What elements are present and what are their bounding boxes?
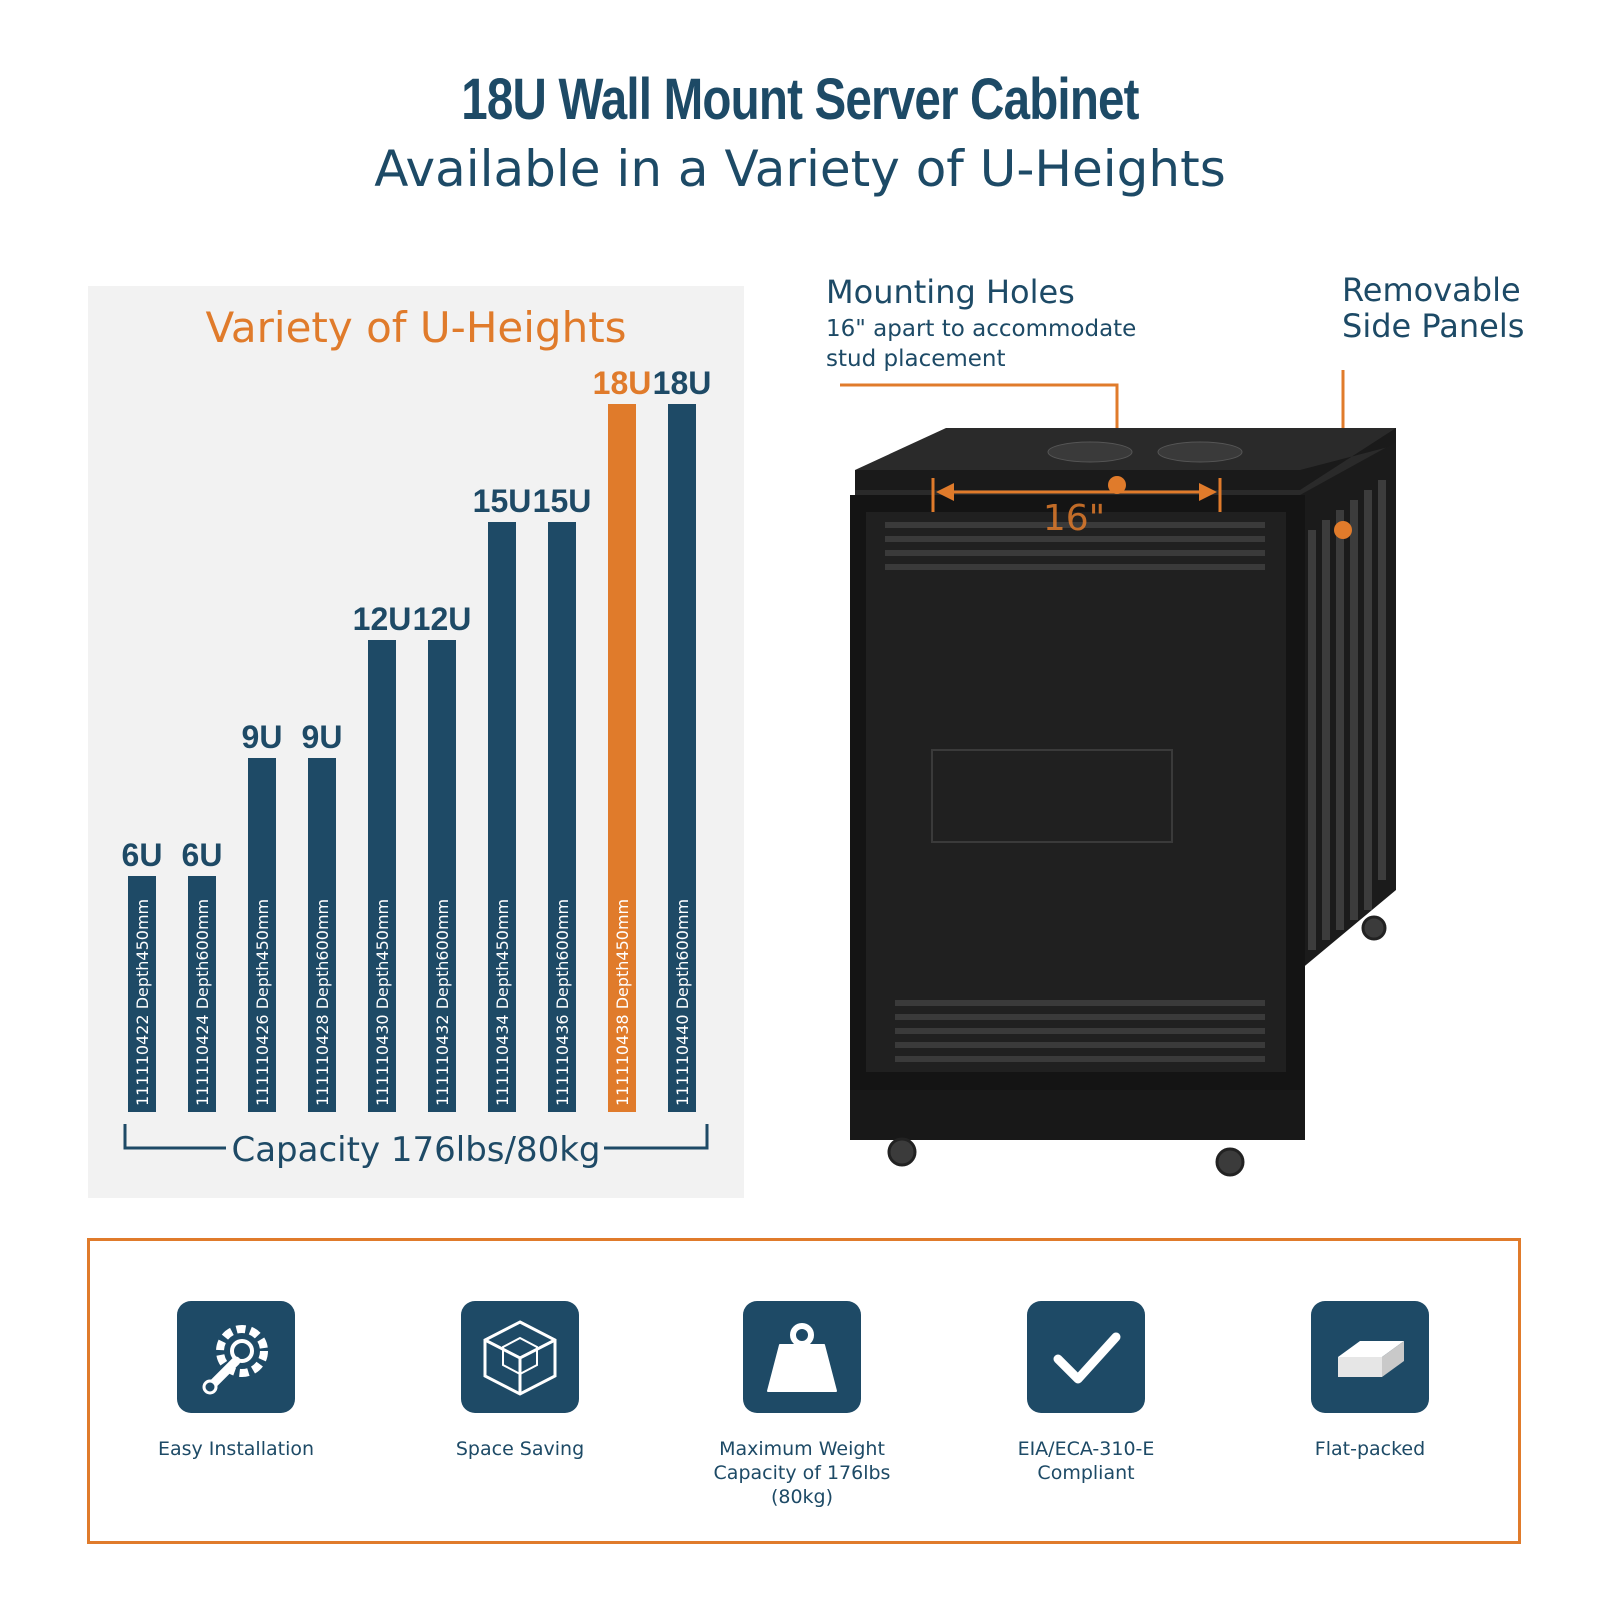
bar-inner-label: 111110438 Depth450mm xyxy=(613,899,632,1106)
mounting-holes-line2: stud placement xyxy=(826,346,1006,372)
feature-eia-compliant: EIA/ECA-310-E Compliant xyxy=(986,1301,1186,1485)
front-bottom-vents xyxy=(895,1000,1265,1062)
measure-arrowhead-right xyxy=(1199,483,1217,501)
bracket-right xyxy=(604,1124,709,1150)
bar-111110438 xyxy=(608,404,636,1112)
weight-icon xyxy=(743,1301,861,1413)
side-panels-line1: Removable xyxy=(1342,271,1521,309)
u-heights-chart-panel: Variety of U-Heights 6U 111110422 Depth45… xyxy=(88,286,744,1198)
u-heights-chart: Variety of U-Heights 6U 111110422 Depth45… xyxy=(122,303,712,1170)
bar-inner-label: 111110428 Depth600mm xyxy=(313,899,332,1106)
feature-flat-packed: Flat-packed xyxy=(1270,1301,1470,1461)
bar-111110440 xyxy=(668,404,696,1112)
bar-111110432 xyxy=(428,640,456,1112)
side-vents xyxy=(1308,480,1386,950)
mounting-hole-top-dot xyxy=(1108,476,1126,494)
bar-top-label: 9U xyxy=(302,719,343,755)
bar-top-label: 12U xyxy=(413,601,472,637)
bar-111110430 xyxy=(368,640,396,1112)
wrench-gear-icon xyxy=(177,1301,295,1413)
flat-box-icon xyxy=(1311,1301,1429,1413)
bar-inner-label: 111110422 Depth450mm xyxy=(133,899,152,1106)
bracket-left xyxy=(123,1124,226,1150)
bar-top-label: 18U xyxy=(653,365,712,401)
feature-max-weight: Maximum Weight Capacity of 176lbs (80kg) xyxy=(702,1301,902,1509)
chart-title: Variety of U-Heights xyxy=(205,303,626,352)
fan-right-icon xyxy=(1157,441,1243,463)
bar-111110436 xyxy=(548,522,576,1112)
bar-111110428 xyxy=(308,758,336,1112)
cube-icon xyxy=(461,1301,579,1413)
bar-top-label: 15U xyxy=(473,483,532,519)
cabinet-front-door xyxy=(866,512,1286,1072)
fan-left-icon xyxy=(1047,441,1133,463)
feature-label-line1: EIA/ECA-310-E xyxy=(1017,1438,1155,1460)
caster-rear-icon xyxy=(1361,915,1387,941)
bar-top-label: 15U xyxy=(533,483,592,519)
mounting-holes-line1: 16" apart to accommodate xyxy=(826,316,1137,342)
bar-inner-label: 111110434 Depth450mm xyxy=(493,899,512,1106)
feature-label-line1: Space Saving xyxy=(455,1438,585,1460)
cabinet-top-edge xyxy=(855,428,1396,490)
feature-label-line1: Flat-packed xyxy=(1314,1438,1426,1460)
cabinet-base xyxy=(850,1090,1305,1140)
page-title: 18U Wall Mount Server Cabinet xyxy=(461,67,1139,132)
feature-label-line1: Easy Installation xyxy=(157,1438,315,1460)
page-subtitle: Available in a Variety of U-Heights xyxy=(374,140,1226,198)
capacity-bracket: Capacity 176lbs/80kg xyxy=(123,1124,709,1170)
bar-inner-label: 111110436 Depth600mm xyxy=(553,899,572,1106)
bar-inner-label: 111110424 Depth600mm xyxy=(193,899,212,1106)
mounting-hole-side-dot xyxy=(1334,521,1352,539)
bar-111110434 xyxy=(488,522,516,1112)
bar-inner-label: 111110440 Depth600mm xyxy=(673,899,692,1106)
bar-top-label: 6U xyxy=(122,837,163,873)
feature-label-line2: Compliant xyxy=(1037,1462,1135,1484)
mounting-holes-title: Mounting Holes xyxy=(826,273,1075,311)
caster-left-icon xyxy=(887,1137,917,1167)
bar-111110426 xyxy=(248,758,276,1112)
feature-label-line1: Maximum Weight xyxy=(719,1438,885,1460)
server-cabinet-image: 16" xyxy=(840,370,1396,1177)
bar-top-label: 12U xyxy=(353,601,412,637)
front-top-vents xyxy=(885,522,1265,570)
bar-inner-label: 111110432 Depth600mm xyxy=(433,899,452,1106)
bar-inner-label: 111110430 Depth450mm xyxy=(373,899,392,1106)
checkmark-icon xyxy=(1027,1301,1145,1413)
door-panel-recess xyxy=(931,749,1173,843)
feature-easy-installation: Easy Installation xyxy=(136,1301,336,1461)
bar-top-label: 18U xyxy=(593,365,652,401)
measure-arrowhead-left xyxy=(936,483,954,501)
caster-right-icon xyxy=(1215,1147,1245,1177)
features-box: Easy Installation Space Saving Maximum W… xyxy=(87,1238,1521,1544)
feature-label-line2: Capacity of 176lbs (80kg) xyxy=(713,1462,891,1508)
bar-top-label: 9U xyxy=(242,719,283,755)
bar-111110422 xyxy=(128,876,156,1112)
feature-space-saving: Space Saving xyxy=(420,1301,620,1461)
bars-group: 6U 111110422 Depth450mm 6U 111110424 Depth6… xyxy=(122,365,712,1112)
measure-label: 16" xyxy=(1043,498,1105,539)
bar-111110424 xyxy=(188,876,216,1112)
side-panels-line2: Side Panels xyxy=(1342,307,1525,345)
bar-inner-label: 111110426 Depth450mm xyxy=(253,899,272,1106)
bar-top-label: 6U xyxy=(182,837,223,873)
capacity-label: Capacity 176lbs/80kg xyxy=(231,1130,600,1170)
